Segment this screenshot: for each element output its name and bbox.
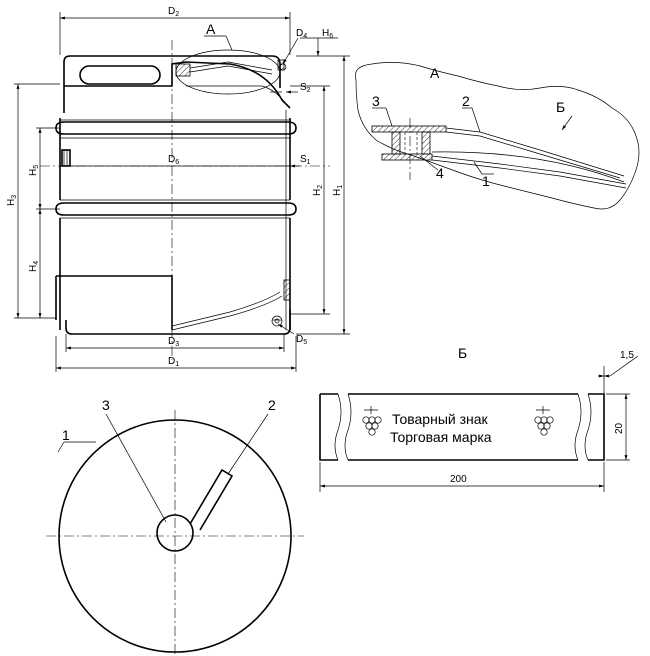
top-view-outer-circle [58, 419, 292, 653]
detail-a-callout-circle [175, 49, 281, 95]
detail-a-item-4: 4 [436, 165, 444, 181]
detail-a-view-b-label: Б [556, 99, 565, 115]
lower-rolling-ring [55, 202, 297, 216]
handle-slot [79, 65, 161, 85]
grape-logo-right [534, 406, 554, 436]
dim-h2-label: H2 [312, 185, 324, 196]
dim-h5-label: H5 [28, 165, 40, 176]
dim-d4-label: D4 [296, 28, 307, 40]
keg-body [55, 110, 297, 335]
dim-d2-label: D2 [168, 6, 179, 18]
dim-d5-label: D5 [296, 334, 307, 346]
top-view-spear-circle [156, 514, 194, 552]
top-view-handle-slot [189, 468, 234, 531]
detail-a-title: А [430, 65, 440, 81]
plate-mark-line-1: Товарный знак [392, 411, 489, 427]
detail-a-view: А Б 3 2 4 1 [355, 62, 640, 210]
keg-dimension-labels: D2 А D4 H6 S2 D6 S1 D3 D5 D1 H3 H5 H4 H2… [6, 6, 344, 368]
dim-d1-label: D1 [168, 356, 179, 368]
dim-s2-label: S2 [300, 82, 311, 94]
plate-b-view: Б Товарный знак Торговая марка 200 [319, 345, 639, 492]
dim-h6-label: H6 [322, 28, 333, 40]
dim-h4-label: H4 [28, 261, 40, 272]
bottom-ring-section [271, 315, 283, 327]
detail-a-item-2: 2 [462, 93, 470, 109]
upper-rolling-ring [55, 121, 297, 135]
keg-dimension-lines [14, 12, 350, 372]
plate-b-title: Б [458, 345, 467, 361]
detail-a-item-1: 1 [482, 173, 490, 189]
dim-d3-label: D3 [168, 336, 179, 348]
plate-height-value: 20 [614, 422, 625, 434]
plate-thickness-value: 1,5 [620, 350, 634, 361]
callout-a-label: А [206, 21, 216, 37]
detail-a-item-3: 3 [372, 93, 380, 109]
plate-width-value: 200 [450, 474, 467, 485]
keg-section-view: D2 А D4 H6 S2 D6 S1 D3 D5 D1 H3 H5 H4 H2… [6, 6, 350, 372]
plate-mark-line-2: Торговая марка [390, 429, 492, 445]
dim-d6-label: D6 [168, 154, 179, 166]
top-view: 3 2 1 [46, 397, 304, 656]
top-view-item-1: 1 [62, 427, 70, 443]
top-view-item-2: 2 [268, 397, 276, 413]
top-view-item-3: 3 [102, 397, 110, 413]
dim-h1-label: H1 [332, 185, 344, 196]
grape-logo-left [362, 406, 382, 436]
dim-s1-label: S1 [300, 154, 311, 166]
keg-top-chime [63, 49, 291, 113]
dim-h3-label: H3 [6, 195, 18, 206]
